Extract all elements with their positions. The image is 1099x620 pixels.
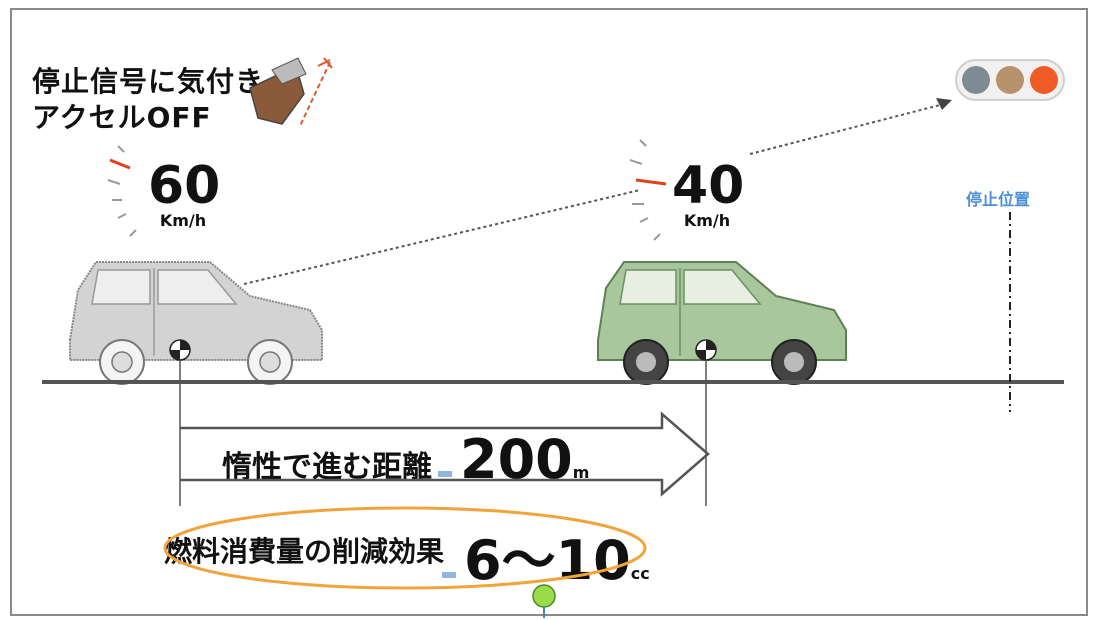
traffic-light-icon — [955, 59, 1065, 101]
driver-note: 停止信号に気付き アクセルOFF — [32, 64, 264, 136]
start-speed-value: 60 — [148, 156, 221, 216]
fuel-saving-unit: cc — [630, 564, 650, 583]
position-marker — [695, 339, 717, 361]
end-speed-value: 40 — [672, 156, 745, 216]
end-speed-unit: Km/h — [683, 211, 731, 230]
fuel-saving-label: 燃料消費量の削減効果 — [164, 535, 445, 568]
pedal-icon — [249, 57, 333, 127]
coasting-unit: m — [572, 463, 590, 482]
start-speed: 60 Km/h — [148, 156, 221, 230]
highlight-ellipse — [163, 506, 647, 590]
car-icon — [69, 261, 323, 385]
distance-arrow — [180, 411, 710, 497]
driver-note-line2: アクセルOFF — [32, 101, 212, 134]
speedometer-ticks-icon — [107, 145, 137, 237]
end-speed: 40 Km/h — [672, 156, 745, 230]
car-icon — [597, 261, 847, 385]
speedometer-ticks-icon — [629, 139, 667, 241]
position-marker — [169, 339, 191, 361]
pin-marker — [532, 584, 556, 608]
start-speed-unit: Km/h — [159, 211, 207, 230]
equals-dash — [442, 571, 456, 578]
stop-position-label: 停止位置 — [966, 190, 1031, 209]
equals-dash — [438, 470, 452, 477]
driver-note-line1: 停止信号に気付き — [32, 65, 265, 98]
